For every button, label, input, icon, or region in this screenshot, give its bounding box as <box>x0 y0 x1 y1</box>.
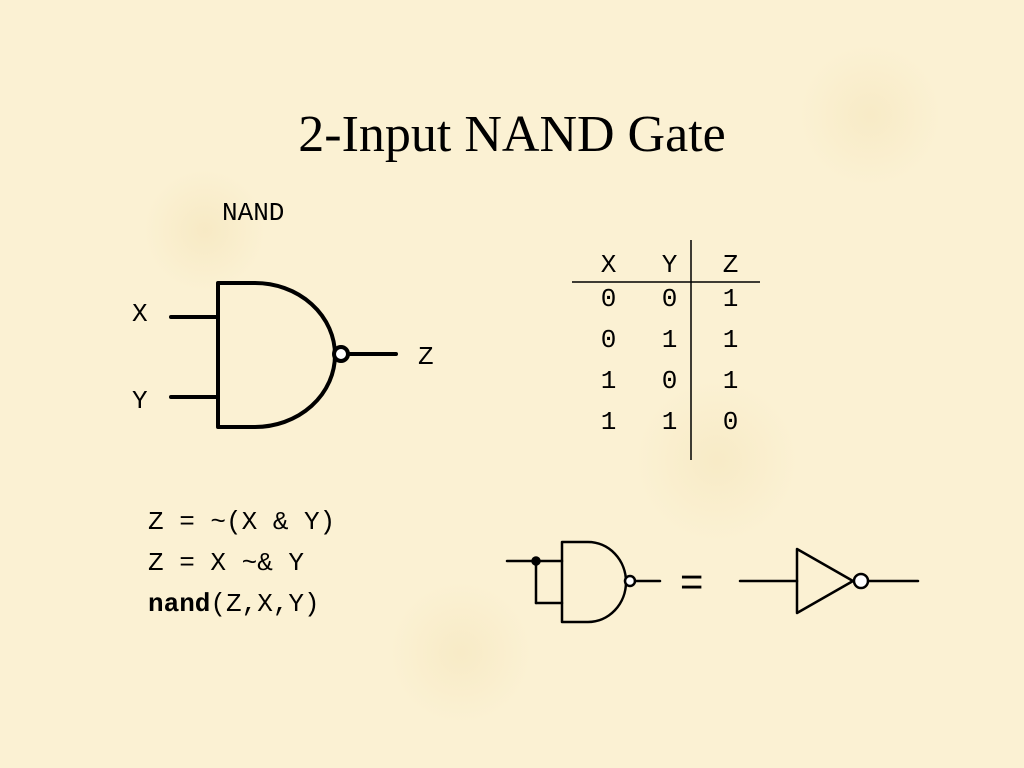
header-cell: Z <box>722 250 739 280</box>
table-cell: 0 <box>661 284 678 314</box>
verilog-keyword: nand <box>148 589 211 619</box>
slide-title: 2-Input NAND Gate <box>298 106 726 163</box>
table-cell: 1 <box>600 366 617 396</box>
tied-input-nand-gate <box>505 540 662 624</box>
equivalence-sign: = <box>680 560 704 604</box>
table-cell: 1 <box>722 325 739 355</box>
table-cell: 1 <box>661 325 678 355</box>
header-cell: X <box>600 250 617 280</box>
nand-gate-symbol <box>169 281 398 429</box>
table-row: 1 0 1 <box>578 364 761 405</box>
gate-name-label: NAND <box>222 198 285 228</box>
table-cell: 1 <box>600 407 617 437</box>
table-cell: 1 <box>722 284 739 314</box>
input-y-label: Y <box>132 386 148 416</box>
table-cell: 1 <box>661 407 678 437</box>
table-row: 0 1 1 <box>578 323 761 364</box>
verilog-args: (Z,X,Y) <box>210 589 320 619</box>
header-cell: Y <box>661 250 678 280</box>
table-cell: 0 <box>722 407 739 437</box>
equation-line-3: nand(Z,X,Y) <box>148 587 335 628</box>
tie-junction-dot <box>531 556 541 566</box>
equation-line-2: Z = X ~& Y <box>148 548 305 578</box>
input-x-label: X <box>132 299 148 329</box>
output-z-label: Z <box>418 342 434 372</box>
truth-table-header: X Y Z <box>578 248 761 282</box>
equations-block: Z = ~(X & Y) Z = X ~& Y nand(Z,X,Y) <box>148 505 335 628</box>
table-cell: 0 <box>600 325 617 355</box>
table-row: 1 1 0 <box>578 405 761 446</box>
inverter-gate <box>738 547 920 615</box>
table-cell: 1 <box>722 366 739 396</box>
nand-gate-body <box>216 281 337 429</box>
table-cell: 0 <box>661 366 678 396</box>
truth-table-rules <box>572 240 760 460</box>
truth-table: X Y Z 0 0 1 0 1 1 1 0 1 1 1 0 <box>578 248 761 446</box>
inversion-bubble <box>332 345 350 363</box>
equation-line-1: Z = ~(X & Y) <box>148 507 336 537</box>
table-cell: 0 <box>600 284 617 314</box>
table-row: 0 0 1 <box>578 282 761 323</box>
